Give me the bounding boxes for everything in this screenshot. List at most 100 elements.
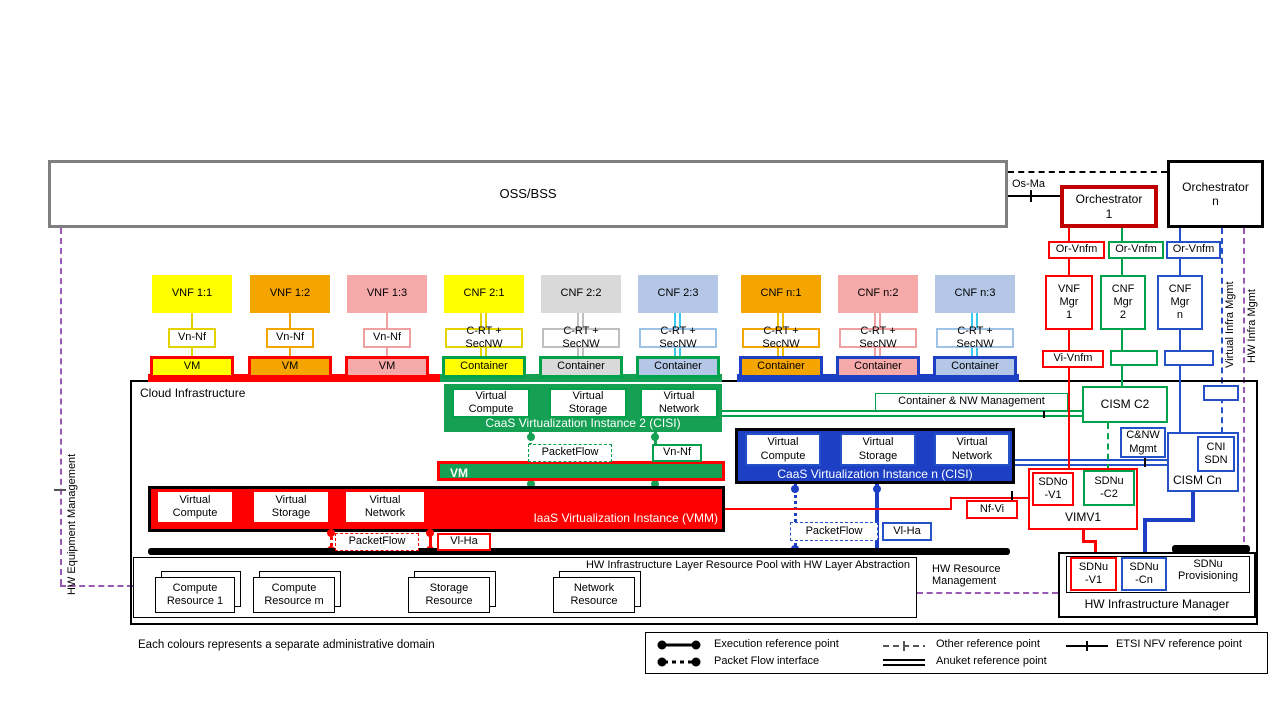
container-domain-bar-green <box>440 374 722 382</box>
vn-nf-label-2: Vn-Nf <box>266 328 314 348</box>
hw-equipment-mgmt-label: HW Equipment Management <box>66 453 78 595</box>
footnote: Each colours represents a separate admin… <box>138 639 435 651</box>
mgrn-line-blue <box>1179 330 1181 432</box>
crt-secnw-label-6: C-RT + SecNW <box>639 325 717 350</box>
container-domain-bar-blue <box>737 374 1019 382</box>
caasn-virtual-storage: Virtual Storage <box>840 433 916 466</box>
container-box-5: Container <box>539 356 623 378</box>
cni-sdn-box: CNI SDN <box>1197 436 1235 472</box>
vimv1-sdnu-link-c <box>1094 540 1097 557</box>
packetflow-dot-green-top <box>527 433 535 441</box>
iaas-instance-box <box>148 486 725 532</box>
hw-resource-mgmt-label: HW Resource Management <box>932 563 1022 587</box>
legend-etsi-label: ETSI NFV reference point <box>1116 638 1242 650</box>
packetflow-dot-blue-top <box>791 485 799 493</box>
or-vnfm-label-green: Or-Vnfm <box>1108 241 1164 259</box>
hw-resource-mgmt-line <box>917 592 1058 594</box>
ref-box-blue-empty <box>1164 350 1214 366</box>
packetflow-label-blue: PacketFlow <box>790 522 878 541</box>
crt-secnw-label-8: C-RT + SecNW <box>839 325 917 350</box>
ref-box-green-empty <box>1110 350 1158 366</box>
packetflow-line-red <box>330 530 333 552</box>
hw-infra-mgmt-line <box>1243 228 1245 552</box>
crt-secnw-label-4: C-RT + SecNW <box>445 325 523 350</box>
os-ma-label: Os-Ma <box>1012 178 1045 190</box>
vimv1-sdnu-link-a <box>1082 530 1085 542</box>
etsi-tick-blue-line <box>1144 455 1146 467</box>
crt-secnw-label-9: C-RT + SecNW <box>936 325 1014 350</box>
ref-box-blue-empty-2 <box>1203 385 1239 401</box>
hw-equipment-mgmt-line-bend <box>60 585 133 587</box>
anuket-line-green <box>722 410 1082 417</box>
container-box-4: Container <box>442 356 526 378</box>
hw-infra-manager-inner-box <box>1066 556 1250 593</box>
other-ref-glyph <box>883 641 925 651</box>
anuket-line-blue <box>1015 459 1167 466</box>
nf-vi-line-a <box>725 508 952 510</box>
execution-dot-green-bottom <box>651 480 659 488</box>
execution-line-blue <box>875 484 879 552</box>
or-vnfm-label-blue: Or-Vnfm <box>1166 241 1221 259</box>
vnf-1-2-box: VNF 1:2 <box>250 275 330 313</box>
caas2-virtual-network: Virtual Network <box>640 388 718 418</box>
hw-equipment-mgmt-line <box>60 228 62 585</box>
container-box-9: Container <box>933 356 1017 378</box>
hw-infra-mgmt-label: HW Infra Mgmt <box>1246 289 1258 363</box>
orchestrator-1-box: Orchestrator 1 <box>1060 185 1158 228</box>
vm-domain-bar-red <box>148 374 458 382</box>
network-resource-box: Network Resource <box>553 577 635 613</box>
anuket-ref-glyph <box>883 659 925 666</box>
iaas-virtual-compute: Virtual Compute <box>156 490 234 524</box>
vn-nf-label-green: Vn-Nf <box>652 444 702 462</box>
caasn-label: CaaS Virtualization Instance n (CISI) <box>777 467 973 481</box>
execution-line-red <box>429 530 432 552</box>
execution-ref-glyph <box>657 640 701 650</box>
vnf-1-1-box: VNF 1:1 <box>152 275 232 313</box>
etsi-tick-left <box>54 489 66 491</box>
vm-box-2: VM <box>248 356 332 378</box>
cnf-2-3-box: CNF 2:3 <box>638 275 718 313</box>
cnf-n-1-box: CNF n:1 <box>741 275 821 313</box>
caasn-virtual-network: Virtual Network <box>934 433 1010 466</box>
other-ref-line-oss-orchn <box>1008 171 1167 173</box>
sdnu-c2-box: SDNu -C2 <box>1083 470 1135 506</box>
cism-c2-box: CISM C2 <box>1082 386 1168 423</box>
etsi-ref-glyph <box>1066 641 1108 651</box>
oss-bss-box: OSS/BSS <box>48 160 1008 228</box>
etsi-tick-nf-vi <box>1011 491 1013 503</box>
legend-box: Execution reference point Packet Flow in… <box>645 632 1268 674</box>
cismcn-sdnu-link-c <box>1143 518 1147 557</box>
packetflow-label-green: PacketFlow <box>528 444 612 462</box>
compute-resource-m-box: Compute Resource m <box>253 577 335 613</box>
crt-secnw-label-5: C-RT + SecNW <box>542 325 620 350</box>
etsi-ref-line-os-ma <box>1008 195 1060 197</box>
hw-layer-abstraction-bar <box>148 548 1010 555</box>
packetflow-dot-red-top <box>327 529 335 537</box>
cnf-2-1-box: CNF 2:1 <box>444 275 524 313</box>
sdnu-provisioning-label: SDNu Provisioning <box>1178 558 1238 582</box>
etsi-tick-os-ma <box>1030 190 1032 202</box>
sdnu-cn-box: SDNu -Cn <box>1121 557 1167 591</box>
caasn-virtual-compute: Virtual Compute <box>745 433 821 466</box>
execution-dot-blue-top <box>873 485 881 493</box>
cismcn-sdnu-link-b <box>1143 518 1195 522</box>
cloud-infrastructure-label: Cloud Infrastructure <box>140 386 246 400</box>
sdno-v1-box: SDNo -V1 <box>1032 472 1074 506</box>
vn-nf-label-1: Vn-Nf <box>168 328 216 348</box>
iaas-virtual-storage: Virtual Storage <box>252 490 330 524</box>
cnf-mgr-2-box: CNF Mgr 2 <box>1100 275 1146 330</box>
packetflow-label-red: PacketFlow <box>335 533 419 551</box>
sdnu-v1-box: SDNu -V1 <box>1070 557 1117 591</box>
execution-dot-red-top <box>426 529 434 537</box>
crt-secnw-label-7: C-RT + SecNW <box>742 325 820 350</box>
execution-dot-green-top <box>651 433 659 441</box>
container-box-7: Container <box>739 356 823 378</box>
vm-bar: VM <box>437 461 725 481</box>
virtual-infra-mgmt-line <box>1221 228 1223 473</box>
legend-anuket-label: Anuket reference point <box>936 655 1047 667</box>
vm-box-3: VM <box>345 356 429 378</box>
cism-c2-sdnu-dashed-line <box>1107 423 1109 470</box>
resource-pool-title: HW Infrastructure Layer Resource Pool wi… <box>585 559 910 571</box>
compute-resource-1-box: Compute Resource 1 <box>155 577 235 613</box>
